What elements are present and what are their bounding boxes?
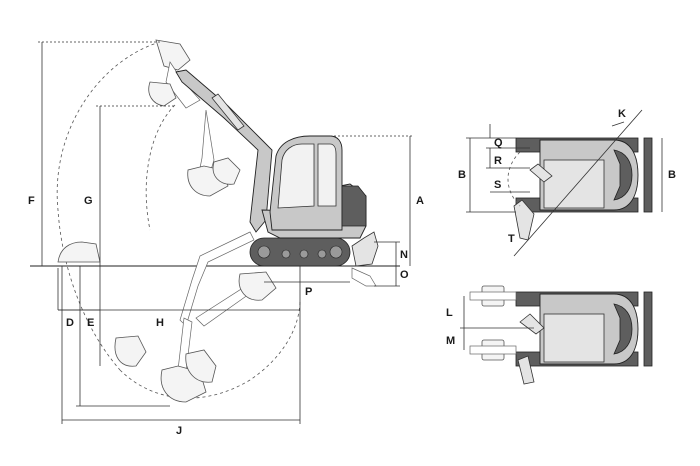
- top-swing-arc: [507, 151, 521, 207]
- label-K: K: [618, 108, 626, 120]
- side-view: F G A N O P D E H J: [28, 39, 424, 437]
- dozer-blade: [351, 231, 379, 267]
- offset-engine: [613, 303, 633, 355]
- label-L: L: [446, 307, 453, 319]
- label-A: A: [416, 195, 424, 207]
- label-O: O: [400, 269, 409, 281]
- top-boom-offset: [513, 199, 535, 241]
- label-D: D: [66, 317, 74, 329]
- label-P: P: [305, 286, 312, 298]
- offset-view: L M: [446, 285, 653, 385]
- label-F: F: [28, 195, 35, 207]
- ghost-bucket-curl-2: [212, 157, 241, 185]
- offset-arm: [517, 355, 535, 385]
- offset-boom: [519, 313, 545, 335]
- reach-envelope-arc: [56, 41, 161, 371]
- track-rollers: [257, 245, 343, 259]
- top-engine: [613, 149, 633, 201]
- ghost-bucket-left: [114, 335, 147, 367]
- ghost-bucket-down-2: [185, 349, 217, 383]
- label-R: R: [494, 155, 502, 167]
- label-M: M: [446, 335, 455, 347]
- offset-bucket-left-arm: [469, 291, 517, 301]
- ghost-bucket-mid: [148, 81, 177, 107]
- engine-hood: [341, 185, 367, 227]
- ghost-bucket-ground: [57, 241, 101, 263]
- dig-envelope-arc: [119, 299, 301, 399]
- dozer-blade-ghost: [351, 267, 377, 287]
- cab-window: [277, 143, 315, 209]
- label-T: T: [508, 233, 515, 245]
- label-top-B-left: B: [458, 169, 466, 181]
- cab-window-rear: [317, 143, 337, 207]
- label-J: J: [176, 425, 182, 437]
- offset-bucket-right-arm: [469, 345, 517, 355]
- ghost-bucket-mid-right: [238, 271, 277, 301]
- label-top-B-right: B: [668, 169, 676, 181]
- label-E: E: [87, 317, 94, 329]
- boom-cylinder: [211, 93, 245, 131]
- offset-blade: [643, 291, 653, 367]
- inner-envelope-arc: [145, 104, 176, 231]
- offset-cab: [543, 313, 605, 363]
- top-cab: [543, 159, 605, 209]
- label-S: S: [494, 179, 501, 191]
- ghost-bucket-top: [155, 39, 191, 71]
- label-Q: Q: [494, 137, 503, 149]
- label-G: G: [84, 195, 93, 207]
- label-H: H: [156, 317, 164, 329]
- top-swing-boom: [529, 163, 553, 183]
- top-blade: [643, 137, 653, 213]
- label-N: N: [400, 249, 408, 261]
- top-diagonal: [513, 109, 643, 257]
- dimension-lines: [38, 41, 414, 424]
- top-view: B B K Q R S T: [458, 108, 676, 257]
